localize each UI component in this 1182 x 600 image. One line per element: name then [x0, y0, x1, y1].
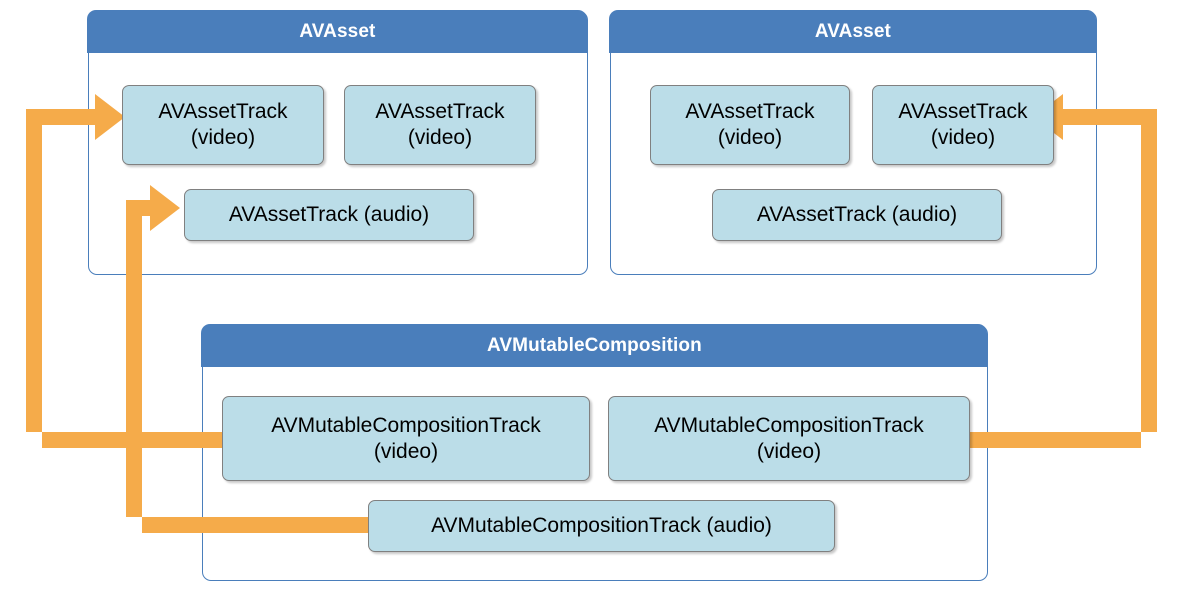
container-title-avasset-left: AVAsset: [87, 10, 588, 54]
track-avmutablecompositiontrack-audio-1: AVMutableCompositionTrack (audio): [368, 500, 835, 552]
track-avassettrack-video-left-2: AVAssetTrack (video): [344, 85, 536, 165]
track-avassettrack-video-right-1: AVAssetTrack (video): [650, 85, 850, 165]
container-title-avmutablecomposition: AVMutableComposition: [201, 324, 988, 368]
track-avmutablecompositiontrack-video-2: AVMutableCompositionTrack (video): [608, 396, 970, 481]
track-avassettrack-video-right-2: AVAssetTrack (video): [872, 85, 1054, 165]
container-title-avasset-right: AVAsset: [609, 10, 1097, 54]
track-avassettrack-audio-right-1: AVAssetTrack (audio): [712, 189, 1002, 241]
track-avmutablecompositiontrack-video-1: AVMutableCompositionTrack (video): [222, 396, 590, 481]
track-avassettrack-video-left-1: AVAssetTrack (video): [122, 85, 324, 165]
track-avassettrack-audio-left-1: AVAssetTrack (audio): [184, 189, 474, 241]
